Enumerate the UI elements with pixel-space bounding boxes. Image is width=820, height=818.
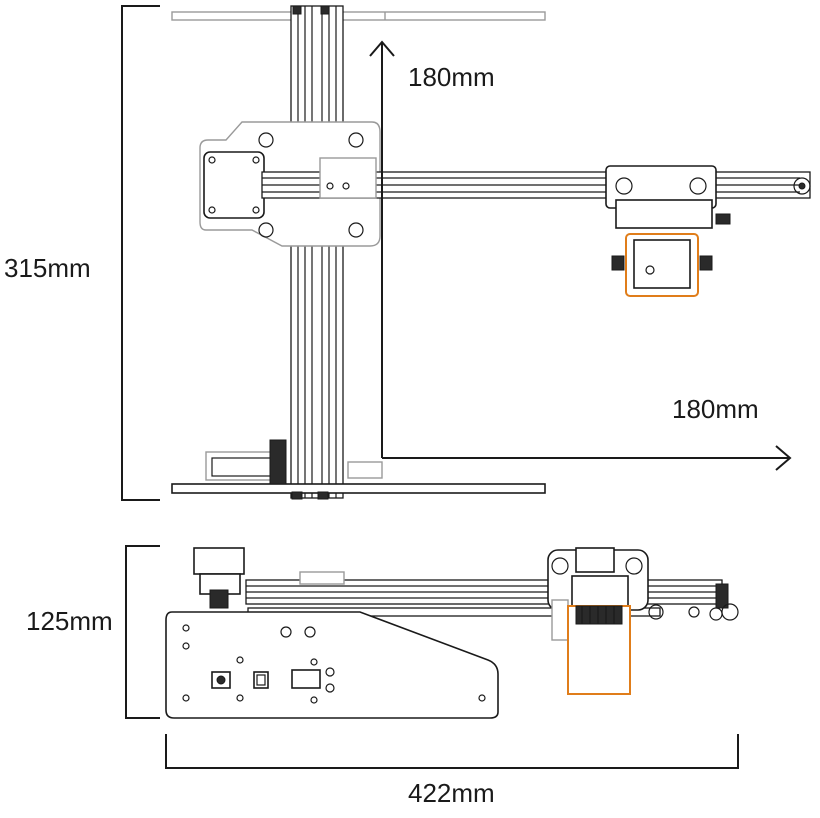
laser-module-top: [611, 233, 713, 297]
top-view: 315mm: [4, 5, 811, 501]
control-button-panel: [291, 669, 321, 689]
top-end-plate: [171, 11, 546, 21]
x-travel-label: 180mm: [672, 394, 759, 424]
bottom-end-plate: [171, 439, 546, 500]
stepper-motor-side: [193, 547, 245, 609]
stepper-motor-top: [203, 151, 265, 219]
side-view: 125mm: [26, 545, 739, 808]
height-bracket-top-view: [121, 5, 160, 501]
laser-carriage-top: [605, 165, 731, 229]
length-label-side-view: 422mm: [408, 778, 495, 808]
height-label-side-view: 125mm: [26, 606, 113, 636]
control-housing-side: [165, 611, 499, 719]
laser-module-side: [567, 605, 631, 695]
x-axis-arrowhead: [775, 445, 792, 471]
length-bracket-side-view: [165, 734, 739, 769]
belt-clamp: [319, 157, 377, 199]
travel-axes: [369, 40, 792, 471]
height-bracket-side-view: [125, 545, 160, 719]
laser-carriage-side: [547, 547, 649, 641]
height-label-top-view: 315mm: [4, 253, 91, 283]
y-axis-arrowhead: [369, 40, 395, 57]
vertical-rail-y-axis: [290, 5, 344, 499]
y-travel-label: 180mm: [408, 62, 495, 92]
